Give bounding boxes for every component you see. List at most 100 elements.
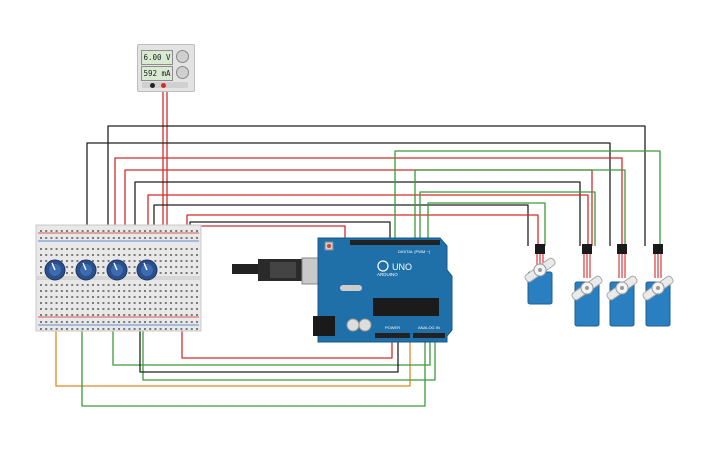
breadboard-hole[interactable]: [133, 237, 136, 239]
breadboard-hole[interactable]: [97, 266, 100, 268]
breadboard-hole[interactable]: [133, 302, 136, 304]
breadboard-hole[interactable]: [76, 230, 79, 232]
breadboard-hole[interactable]: [71, 248, 74, 250]
breadboard-hole[interactable]: [102, 272, 105, 274]
breadboard-hole[interactable]: [149, 314, 152, 316]
breadboard-hole[interactable]: [128, 314, 131, 316]
breadboard-hole[interactable]: [170, 296, 172, 298]
breadboard-hole[interactable]: [154, 230, 157, 232]
breadboard-hole[interactable]: [164, 260, 167, 262]
breadboard-hole[interactable]: [107, 302, 110, 304]
breadboard-hole[interactable]: [112, 314, 115, 316]
breadboard-hole[interactable]: [133, 272, 136, 274]
breadboard-hole[interactable]: [190, 321, 193, 323]
breadboard-hole[interactable]: [144, 314, 146, 316]
wire-red-servo1[interactable]: [147, 194, 589, 246]
breadboard-hole[interactable]: [118, 296, 120, 298]
breadboard-hole[interactable]: [185, 284, 188, 286]
breadboard-hole[interactable]: [138, 237, 141, 239]
breadboard-hole[interactable]: [149, 328, 152, 330]
breadboard-hole[interactable]: [81, 321, 84, 323]
breadboard-hole[interactable]: [185, 296, 188, 298]
wire-red-servo4[interactable]: [114, 157, 623, 246]
breadboard-hole[interactable]: [71, 308, 74, 310]
breadboard-hole[interactable]: [175, 284, 178, 286]
breadboard-hole[interactable]: [190, 266, 193, 268]
breadboard-hole[interactable]: [76, 314, 79, 316]
breadboard-hole[interactable]: [144, 308, 146, 310]
breadboard-hole[interactable]: [185, 302, 188, 304]
breadboard-hole[interactable]: [45, 314, 48, 316]
breadboard-hole[interactable]: [60, 260, 63, 262]
breadboard-hole[interactable]: [123, 314, 126, 316]
wire-green-pot3[interactable]: [142, 290, 436, 381]
breadboard-hole[interactable]: [149, 254, 152, 256]
breadboard-hole[interactable]: [180, 254, 183, 256]
breadboard-hole[interactable]: [81, 237, 84, 239]
breadboard-hole[interactable]: [118, 230, 120, 232]
breadboard-hole[interactable]: [55, 314, 58, 316]
breadboard-hole[interactable]: [154, 254, 157, 256]
breadboard-hole[interactable]: [159, 314, 162, 316]
breadboard-hole[interactable]: [196, 308, 198, 310]
breadboard-hole[interactable]: [107, 284, 110, 286]
current-knob[interactable]: [176, 66, 189, 79]
breadboard-hole[interactable]: [118, 328, 120, 330]
breadboard-hole[interactable]: [164, 254, 167, 256]
breadboard-hole[interactable]: [196, 230, 198, 232]
breadboard-hole[interactable]: [112, 290, 115, 292]
breadboard-hole[interactable]: [164, 296, 167, 298]
breadboard-hole[interactable]: [149, 237, 152, 239]
wire-black-servo4[interactable]: [107, 125, 646, 246]
breadboard-hole[interactable]: [144, 328, 146, 330]
breadboard-hole[interactable]: [66, 266, 68, 268]
breadboard-hole[interactable]: [159, 321, 162, 323]
breadboard-hole[interactable]: [159, 266, 162, 268]
breadboard-hole[interactable]: [175, 321, 178, 323]
wire-black-gnd[interactable]: [189, 221, 391, 240]
breadboard-hole[interactable]: [128, 272, 131, 274]
breadboard-hole[interactable]: [196, 266, 198, 268]
breadboard-hole[interactable]: [149, 296, 152, 298]
breadboard-hole[interactable]: [45, 328, 48, 330]
servo-1[interactable]: [524, 244, 556, 305]
breadboard-hole[interactable]: [55, 284, 58, 286]
breadboard-hole[interactable]: [86, 237, 89, 239]
breadboard-hole[interactable]: [128, 230, 131, 232]
wire-green-servo2[interactable]: [419, 191, 596, 246]
breadboard-hole[interactable]: [164, 272, 167, 274]
breadboard-hole[interactable]: [175, 237, 178, 239]
breadboard-hole[interactable]: [138, 328, 141, 330]
breadboard-hole[interactable]: [76, 260, 79, 262]
breadboard-hole[interactable]: [102, 308, 105, 310]
breadboard-hole[interactable]: [102, 314, 105, 316]
breadboard-hole[interactable]: [180, 230, 183, 232]
breadboard-hole[interactable]: [133, 328, 136, 330]
breadboard-hole[interactable]: [60, 237, 63, 239]
breadboard-hole[interactable]: [50, 290, 53, 292]
potentiometer-1[interactable]: [44, 259, 66, 281]
breadboard-hole[interactable]: [107, 308, 110, 310]
breadboard-hole[interactable]: [196, 314, 198, 316]
arduino-uno[interactable]: ARDUINO UNO DIGITAL (PWM ~) POWER ANALOG…: [232, 237, 453, 343]
breadboard-hole[interactable]: [118, 237, 120, 239]
breadboard-hole[interactable]: [97, 314, 100, 316]
potentiometer-3[interactable]: [106, 259, 128, 281]
breadboard-hole[interactable]: [164, 230, 167, 232]
breadboard-hole[interactable]: [97, 254, 100, 256]
breadboard-hole[interactable]: [159, 237, 162, 239]
breadboard-hole[interactable]: [45, 230, 48, 232]
breadboard-hole[interactable]: [138, 296, 141, 298]
breadboard-hole[interactable]: [123, 308, 126, 310]
breadboard-hole[interactable]: [170, 272, 172, 274]
breadboard-hole[interactable]: [180, 248, 183, 250]
breadboard-hole[interactable]: [144, 296, 146, 298]
breadboard-hole[interactable]: [76, 321, 79, 323]
breadboard-hole[interactable]: [112, 328, 115, 330]
breadboard-hole[interactable]: [45, 290, 48, 292]
breadboard-hole[interactable]: [190, 302, 193, 304]
breadboard-hole[interactable]: [138, 260, 141, 262]
breadboard-hole[interactable]: [185, 254, 188, 256]
breadboard-hole[interactable]: [118, 302, 120, 304]
breadboard-hole[interactable]: [154, 296, 157, 298]
